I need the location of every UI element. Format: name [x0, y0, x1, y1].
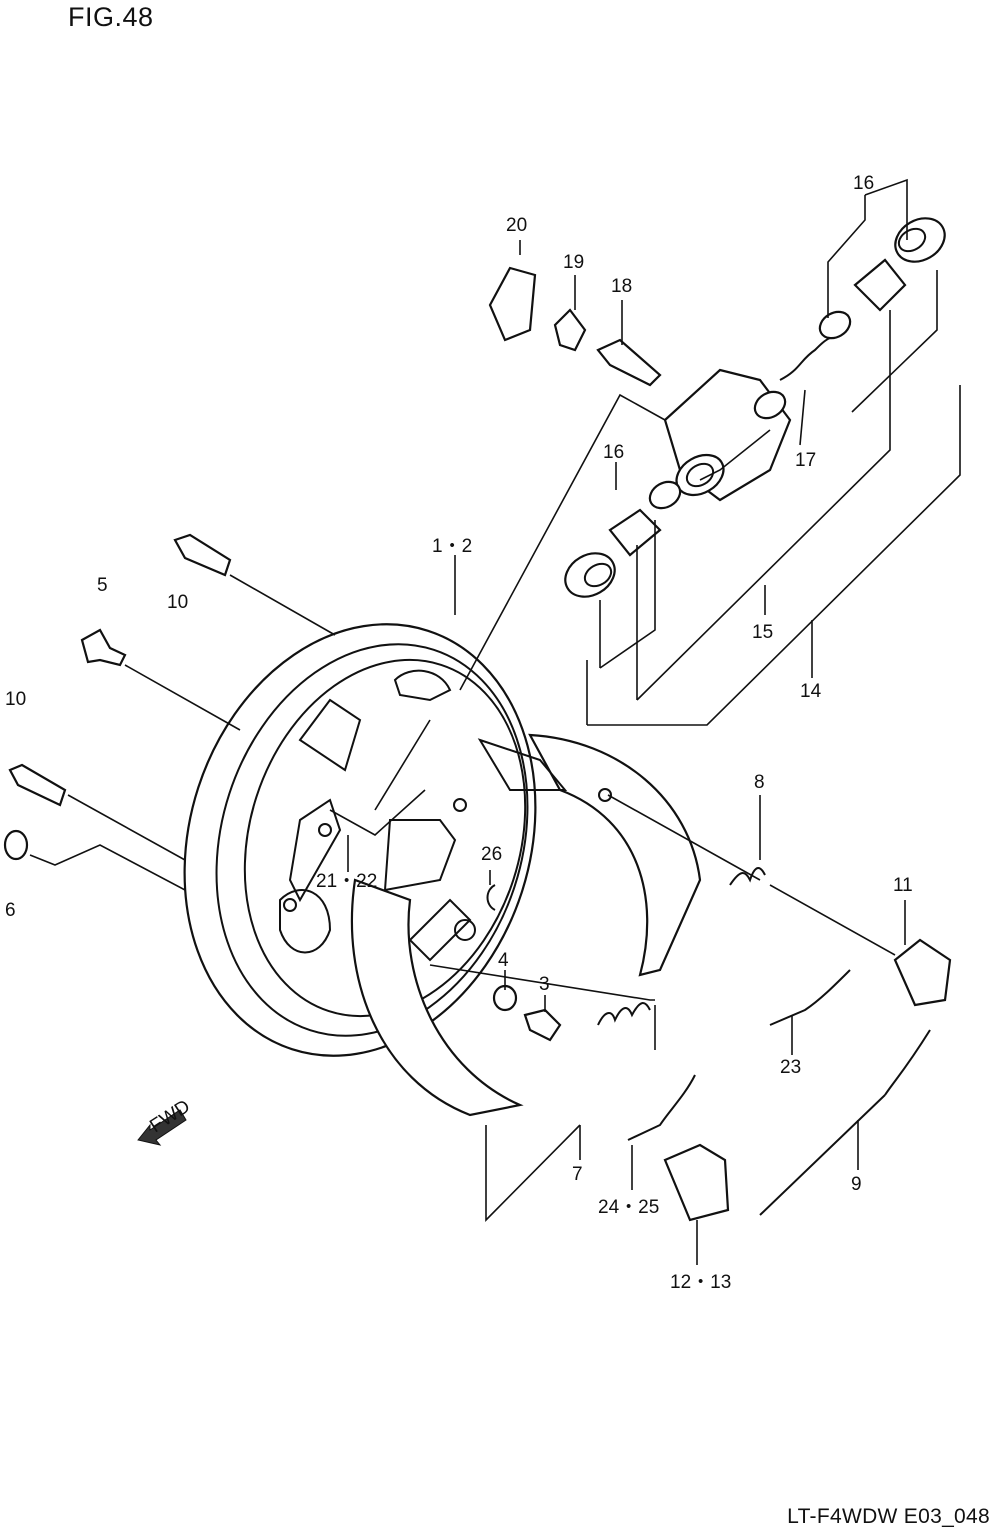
bleeder-screw	[596, 338, 662, 387]
clip-26	[486, 884, 496, 911]
spring-23	[769, 969, 851, 1026]
callout-16-left: 16	[603, 442, 624, 463]
callout-6: 6	[5, 900, 16, 921]
callout-20: 20	[506, 215, 527, 236]
callout-26: 26	[481, 844, 502, 865]
bolt-5	[80, 628, 127, 667]
callout-19: 19	[563, 252, 584, 273]
callout-10-lower: 10	[5, 689, 26, 710]
spring-7	[597, 1002, 651, 1026]
callout-23: 23	[780, 1057, 801, 1078]
bolt-3	[523, 1008, 562, 1042]
drawing-code: LT-F4WDW E03_048	[787, 1505, 990, 1528]
callout-1-2: 1・2	[432, 536, 472, 557]
fwd-arrow-icon: FWD	[137, 1096, 194, 1146]
brake-panel	[183, 623, 537, 1057]
leader-lines	[29, 178, 961, 1265]
bleeder-cap	[488, 266, 537, 342]
callout-7: 7	[572, 1164, 583, 1185]
adjuster-11	[893, 938, 952, 1007]
callout-11: 11	[893, 875, 913, 896]
brake-shoes	[350, 733, 702, 1117]
bolt-10-upper	[173, 533, 232, 577]
callout-15: 15	[752, 622, 773, 643]
nut-6	[3, 829, 29, 861]
wheel-cylinder	[663, 368, 792, 502]
spring-8	[729, 867, 766, 886]
retainer-12-13	[663, 1143, 730, 1222]
bleeder-plug	[553, 308, 587, 352]
callout-5: 5	[97, 575, 108, 596]
bolt-10-lower	[8, 763, 67, 807]
callout-9: 9	[851, 1174, 862, 1195]
callout-16-right: 16	[853, 173, 874, 194]
callout-21-22: 21・22	[316, 871, 377, 892]
callout-12-13: 12・13	[670, 1272, 731, 1293]
callout-3: 3	[539, 974, 550, 995]
callout-18: 18	[611, 276, 632, 297]
callout-4: 4	[498, 950, 509, 971]
cylinder-kit-right	[779, 217, 946, 381]
figure-title: FIG.48	[68, 2, 154, 32]
callout-14: 14	[800, 681, 822, 702]
callout-10-upper: 10	[167, 592, 188, 613]
callout-8: 8	[754, 772, 765, 793]
callout-labels: 1・2 3 4 5 6 7 8 9 10 10 11 12・13 14 15 1…	[5, 173, 913, 1293]
callout-24-25: 24・25	[598, 1197, 659, 1218]
callout-17: 17	[795, 450, 816, 471]
cylinder-kit-left	[564, 480, 682, 598]
spring-24-25	[627, 1074, 696, 1141]
spring-9	[759, 1029, 931, 1216]
